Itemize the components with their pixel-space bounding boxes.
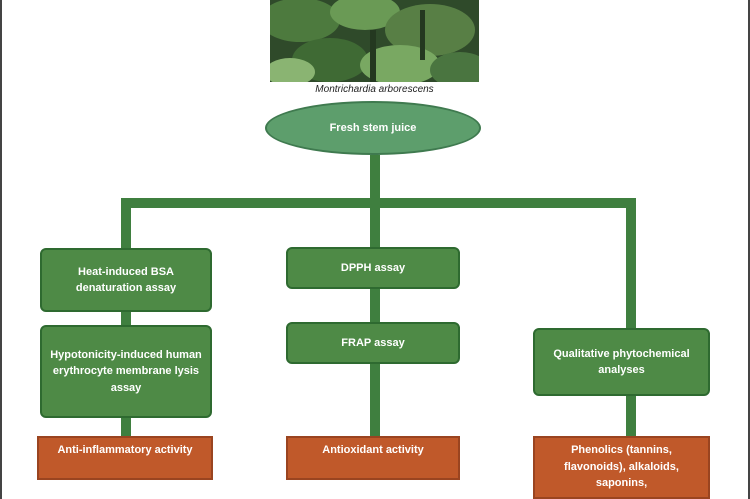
box-dpph-label: DPPH assay [340,261,406,274]
box-bsa-denaturation-label: Heat-induced BSA denaturation assay [75,265,177,295]
connector-middle-box1-box2 [370,287,380,324]
connector-left-box1-box2 [121,310,131,328]
box-bsa-denaturation-assay: Heat-induced BSA denaturation assay [40,248,212,312]
connector-left-down [121,200,131,250]
box-hypotonicity-lysis-label: Hypotonicity-induced human erythrocyte m… [50,348,202,394]
result-phenolics-label: Phenolics (tannins, flavonoids), alkaloi… [564,444,679,489]
box-qualitative-phytochemical: Qualitative phytochemical analyses [533,328,710,396]
result-antioxidant: Antioxidant activity [286,436,460,480]
result-antioxidant-label: Antioxidant activity [322,444,424,456]
frame-right-border [748,0,750,499]
plant-caption: Montrichardia arborescens [315,84,434,95]
connector-right-down [626,200,636,330]
root-node-label: Fresh stem juice [329,122,417,134]
connector-root-down [370,155,380,200]
result-anti-inflammatory-label: Anti-inflammatory activity [57,444,193,456]
connector-left-box2-result [121,416,131,438]
result-phenolics: Phenolics (tannins, flavonoids), alkaloi… [533,436,710,499]
result-anti-inflammatory: Anti-inflammatory activity [37,436,213,480]
box-hypotonicity-lysis-assay: Hypotonicity-induced human erythrocyte m… [40,325,212,418]
connector-middle-box2-result [370,362,380,438]
box-frap-assay: FRAP assay [286,322,460,364]
box-dpph-assay: DPPH assay [286,247,460,289]
frame-left-border [0,0,2,499]
root-node-fresh-stem-juice: Fresh stem juice [265,101,481,155]
connector-middle-down [370,200,380,250]
plant-photo [270,0,479,82]
connector-right-box1-result [626,394,636,438]
box-qualitative-phytochemical-label: Qualitative phytochemical analyses [553,347,690,377]
box-frap-label: FRAP assay [341,336,405,349]
